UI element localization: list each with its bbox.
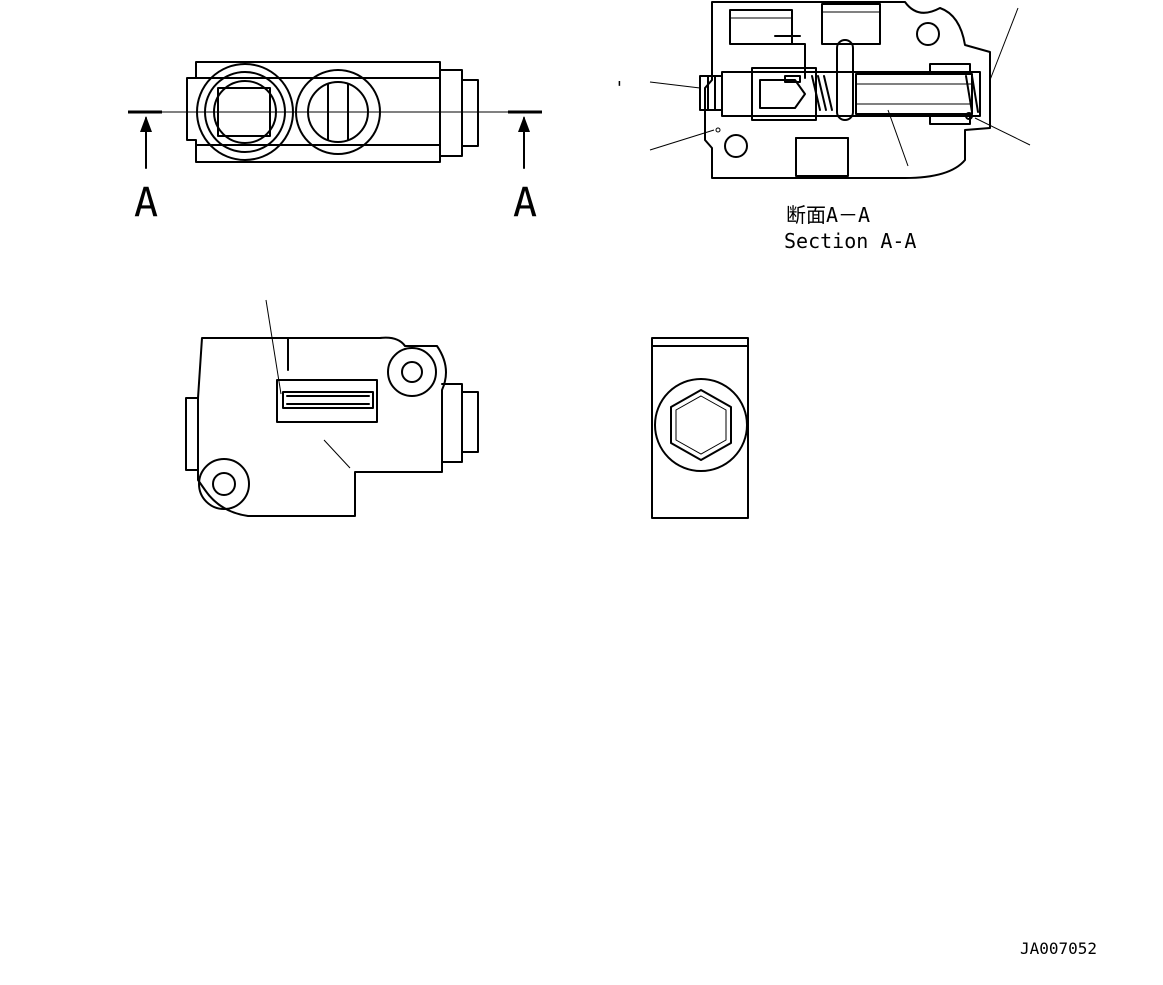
leader-spool [887, 109, 909, 167]
leader-body [323, 439, 351, 469]
mount-hole-top [916, 22, 940, 46]
pin [836, 39, 854, 121]
section-housing [704, 1, 991, 179]
leader-ring [974, 117, 1031, 146]
valve-body-side [651, 337, 749, 519]
leader-plug [649, 81, 701, 89]
port-side [654, 378, 748, 472]
section-title-en: Section A-A [784, 229, 916, 253]
mount-boss-top [387, 347, 437, 397]
section-arrow-right [518, 116, 530, 169]
port-right-view [295, 69, 381, 155]
front-view [185, 299, 479, 517]
top-port-right [821, 3, 881, 45]
drawing-code: JA007052 [1020, 939, 1097, 958]
leader-housing [649, 129, 715, 151]
section-marker-left: A [134, 180, 158, 226]
stray-mark: ' [614, 78, 625, 99]
section-marker-right: A [513, 180, 537, 226]
nameplate [276, 379, 378, 423]
spool [855, 73, 973, 115]
top-port-left [729, 9, 793, 45]
side-view [651, 337, 749, 519]
end-cap [439, 69, 479, 157]
spring-inner [811, 75, 833, 111]
mount-boss-bottom [198, 458, 250, 510]
bottom-port [795, 137, 849, 177]
port-left-view [196, 63, 294, 161]
poppet [759, 79, 806, 109]
section-title-jp: 断面A－A [786, 203, 870, 227]
section-view: ' 断面A－A Section A-A [614, 1, 1031, 253]
mount-hole-front-bottom [212, 472, 236, 496]
mount-hole-front-top [401, 361, 423, 383]
section-arrow-left [140, 116, 152, 169]
top-view: A A [128, 61, 542, 226]
valve-body-top [186, 61, 441, 163]
valve-body-front [185, 336, 447, 517]
spring-outer [965, 75, 979, 113]
mount-hole-bottom [724, 134, 748, 158]
hex-plug-icon [670, 389, 732, 461]
leader-nameplate [265, 299, 282, 395]
leader-spring [989, 7, 1019, 81]
